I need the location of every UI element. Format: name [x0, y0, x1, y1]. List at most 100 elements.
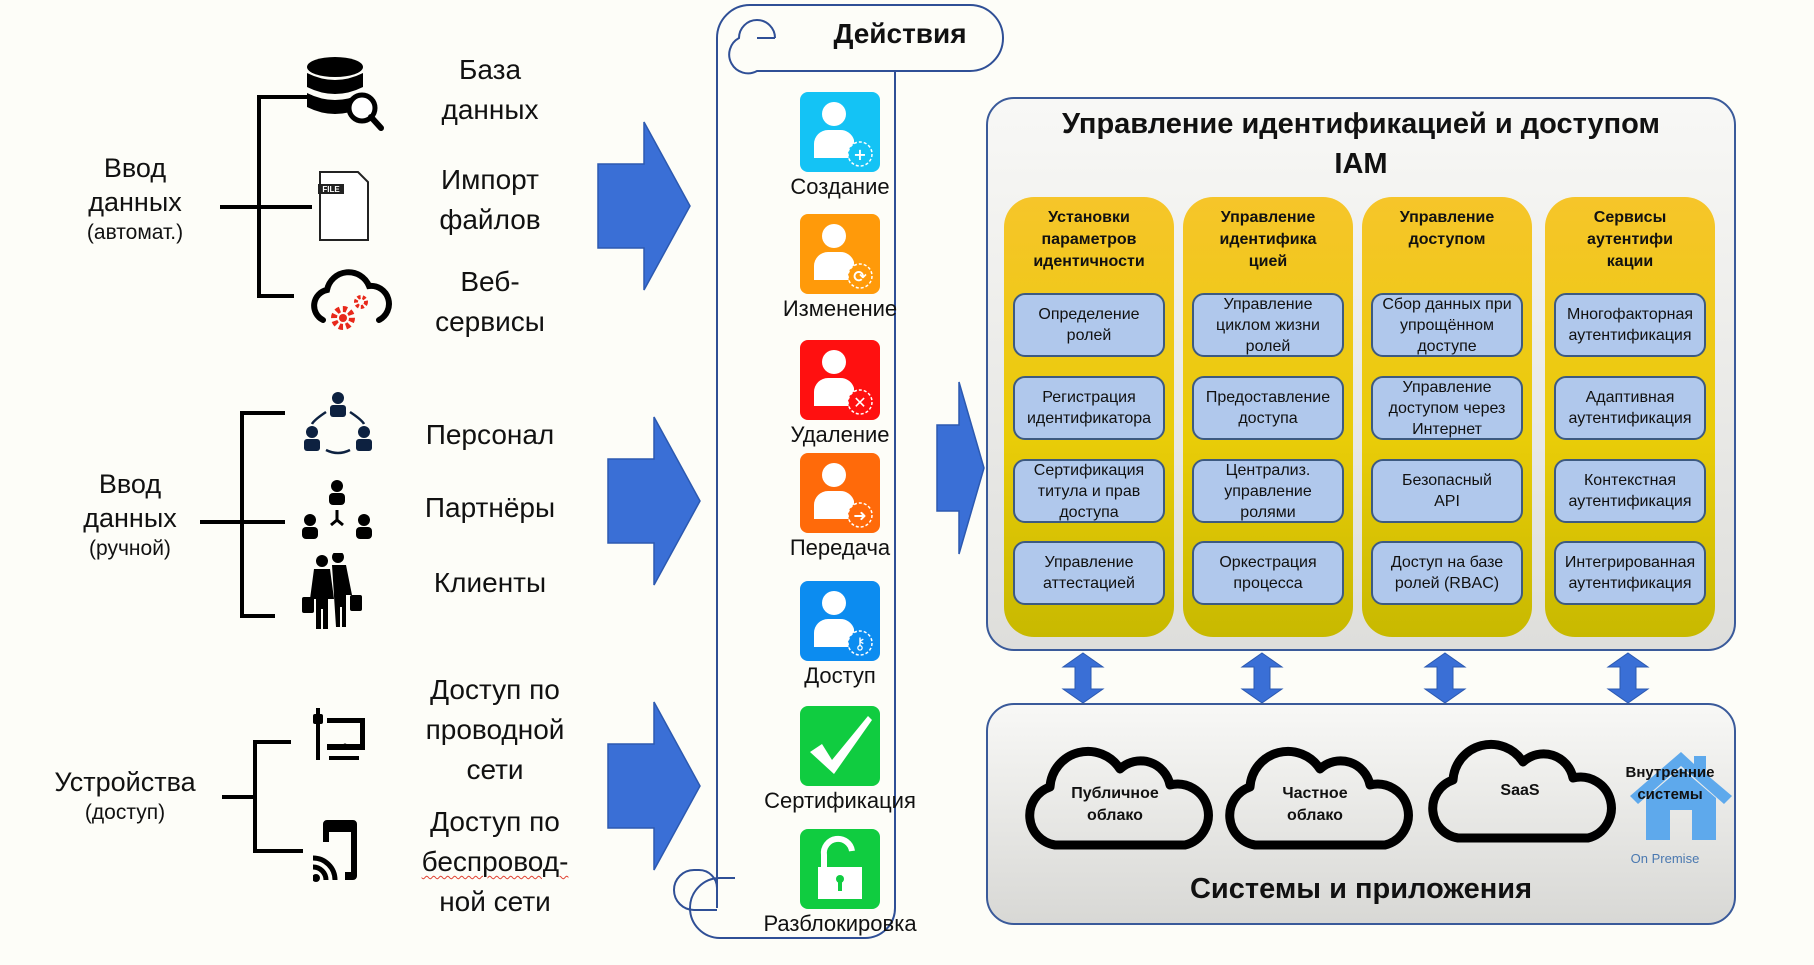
- actions-scroll: [673, 4, 1004, 939]
- label-line: файлов: [439, 204, 541, 235]
- clients-travelers-icon: [302, 553, 362, 629]
- capability-line: Управление: [1223, 295, 1313, 313]
- label-line: Ввод: [98, 469, 162, 499]
- capability-line: Сертификация: [1033, 461, 1145, 479]
- capability-line: Регистрация: [1042, 389, 1136, 406]
- heading-line: доступом: [1408, 231, 1486, 248]
- bracket-branch: [240, 614, 275, 618]
- label-line: Публичное: [1071, 785, 1159, 802]
- capability-line: аутентификация: [1568, 493, 1692, 510]
- bracket-branch: [240, 520, 285, 524]
- capability-line: доступе: [1417, 337, 1477, 355]
- capability-line: Сбор данных при: [1382, 295, 1512, 313]
- heading-line: кации: [1606, 253, 1654, 270]
- double-arrow-icon: [1240, 652, 1284, 704]
- label-line: сети: [466, 754, 524, 785]
- bracket-branch: [253, 740, 291, 744]
- partners-network-icon: [302, 480, 372, 539]
- item-label-staff: Персонал: [425, 419, 555, 450]
- action-label: Доступ: [804, 663, 876, 688]
- capability-line: Управление: [1044, 554, 1134, 571]
- label-line: Частное: [1282, 785, 1348, 802]
- label-line: Устройства: [54, 767, 196, 797]
- cloud-label-saas: SaaS: [1500, 782, 1540, 799]
- file-icon: FILE: [318, 171, 369, 241]
- svg-text:+: +: [853, 145, 866, 164]
- action-label: Создание: [790, 174, 890, 199]
- bracket-vertical: [257, 95, 261, 297]
- saas-cloud-icon: [1428, 739, 1616, 843]
- house-icon: [1630, 752, 1732, 840]
- heading-line: параметров: [1041, 231, 1137, 248]
- capability-line: Оркестрация: [1219, 554, 1317, 571]
- actions-title: Действия: [833, 18, 967, 49]
- action-item[interactable]: + Создание: [750, 92, 930, 200]
- group-sub-label: (доступ): [84, 800, 166, 824]
- cloud-label-private: Частное облако: [1255, 783, 1375, 827]
- svg-text:⟳: ⟳: [853, 267, 867, 286]
- double-arrow-icon: [1061, 652, 1105, 704]
- capability-line: доступа: [1238, 410, 1298, 427]
- capability-line: Интегрированная: [1564, 554, 1696, 571]
- action-item[interactable]: Разблокировка: [750, 829, 930, 937]
- capability-line: Управление: [1402, 378, 1492, 396]
- capability-line: Централиз.: [1225, 461, 1311, 479]
- team-circle-icon: [304, 392, 372, 455]
- bracket-connector: [220, 205, 258, 209]
- item-label-partners: Партнёры: [424, 492, 556, 523]
- label-line: данных: [88, 186, 182, 217]
- file-icon-text: FILE: [322, 185, 340, 194]
- iam-capability: Предоставление доступа: [1192, 376, 1344, 440]
- heading-line: идентичности: [1033, 253, 1145, 270]
- label-line: проводной: [425, 714, 565, 745]
- label-line: База: [458, 54, 522, 85]
- label-line: Ввод: [103, 153, 167, 183]
- action-label: Передача: [789, 535, 891, 560]
- flow-arrow-to-iam: [936, 381, 985, 555]
- capability-line: Адаптивная: [1585, 389, 1675, 406]
- double-arrow-icon: [1423, 652, 1467, 704]
- action-item[interactable]: ⚷ Доступ: [750, 581, 930, 689]
- capability-line: Предоставление: [1205, 389, 1331, 406]
- flow-arrow-automatic: [597, 121, 691, 291]
- flow-arrow-devices: [607, 701, 701, 871]
- action-item[interactable]: ✕Удаление: [750, 340, 930, 448]
- user-delete-icon: ✕: [800, 340, 880, 420]
- label-line: беспровод-: [421, 846, 569, 877]
- group-label-manual: Ввод данных (ручной): [60, 468, 200, 562]
- item-label-wireless: Доступ по беспровод- ной сети: [400, 802, 590, 922]
- label-line: облако: [1087, 807, 1143, 824]
- bracket-branch: [257, 95, 312, 99]
- label-line: Доступ по: [430, 806, 560, 837]
- user-add-icon: +: [800, 92, 880, 172]
- capability-line: API: [1434, 493, 1460, 510]
- action-item[interactable]: ⟳Изменение: [750, 214, 930, 322]
- capability-line: титула и прав: [1037, 482, 1141, 500]
- label-line: сервисы: [435, 306, 545, 337]
- svg-text:⚷: ⚷: [854, 634, 866, 653]
- action-label: Сертификация: [764, 788, 916, 813]
- capability-line: аутентификация: [1568, 410, 1692, 427]
- on-premise-label: Внутренние системы: [1610, 762, 1730, 806]
- cloud-label-public: Публичное облако: [1055, 783, 1175, 827]
- heading-line: Сервисы: [1593, 209, 1667, 226]
- bracket-branch: [240, 411, 285, 415]
- wired-desktop-icon: [313, 708, 365, 760]
- cloud-gears-icon: [311, 269, 392, 330]
- label-line: ной сети: [439, 886, 551, 917]
- iam-title-acronym: IAM: [1334, 148, 1388, 180]
- action-item[interactable]: ➜Передача: [750, 453, 930, 561]
- action-item[interactable]: Сертификация: [750, 706, 930, 814]
- capability-line: ролями: [1240, 503, 1296, 521]
- capability-line: доступом через: [1388, 399, 1506, 417]
